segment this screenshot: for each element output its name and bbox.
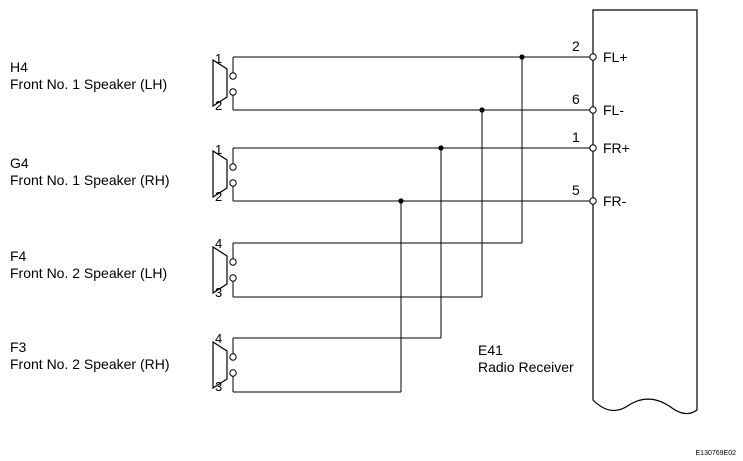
receiver-pin-label: FR- (603, 193, 627, 209)
receiver-terminal-fr-plus (589, 144, 597, 152)
splice-dot-fr-minus (398, 198, 404, 204)
speaker-pin-number: 4 (215, 236, 222, 251)
speaker-name: Front No. 2 Speaker (RH) (10, 356, 170, 372)
speaker-code: F3 (10, 339, 27, 355)
speaker-terminal (229, 163, 237, 171)
receiver-pin-number: 2 (572, 38, 580, 54)
splice-dot-fl-minus (479, 107, 485, 113)
speaker-icon (212, 245, 228, 295)
figure-id: E130769E02 (696, 450, 737, 457)
speaker-pin-number: 1 (215, 51, 222, 66)
speaker-code: H4 (10, 59, 28, 75)
speaker-terminal (229, 179, 237, 187)
radio-receiver-body (592, 9, 698, 415)
speaker-icon (212, 58, 228, 108)
receiver-name: Radio Receiver (478, 359, 574, 375)
speaker-name: Front No. 1 Speaker (LH) (10, 76, 167, 92)
splice-dot-fr-plus (438, 145, 444, 151)
speaker-pin-number: 2 (215, 98, 222, 113)
speaker-icon (212, 340, 228, 390)
speaker-pin-number: 2 (215, 189, 222, 204)
receiver-pin-label: FL- (603, 102, 624, 118)
speaker-pin-number: 4 (215, 331, 222, 346)
speaker-g4 (212, 148, 237, 201)
speaker-terminal (229, 274, 237, 282)
speaker-terminal (229, 88, 237, 96)
speaker-name: Front No. 1 Speaker (RH) (10, 172, 170, 188)
receiver-pin-label: FL+ (603, 49, 628, 65)
speaker-name: Front No. 2 Speaker (LH) (10, 265, 167, 281)
receiver-pin-number: 5 (572, 182, 580, 198)
speaker-terminal (229, 353, 237, 361)
speaker-pin-number: 1 (215, 142, 222, 157)
receiver-terminal-fl-minus (589, 106, 597, 114)
receiver-pin-number: 6 (572, 91, 580, 107)
speaker-pin-number: 3 (215, 285, 222, 300)
speaker-code: G4 (10, 155, 29, 171)
receiver-pin-number: 1 (572, 129, 580, 145)
receiver-pin-label: FR+ (603, 140, 630, 156)
speaker-f3 (212, 338, 237, 392)
receiver-code: E41 (478, 342, 503, 358)
splice-dot-fl-plus (519, 54, 525, 60)
speaker-terminal (229, 72, 237, 80)
receiver-terminal-fr-minus (589, 197, 597, 205)
speaker-f4 (212, 243, 237, 297)
receiver-terminal-fl-plus (589, 53, 597, 61)
speaker-icon (212, 149, 228, 199)
speaker-terminal (229, 369, 237, 377)
speaker-code: F4 (10, 248, 27, 264)
speaker-h4 (212, 57, 237, 110)
speaker-terminal (229, 258, 237, 266)
speaker-pin-number: 3 (215, 379, 222, 394)
